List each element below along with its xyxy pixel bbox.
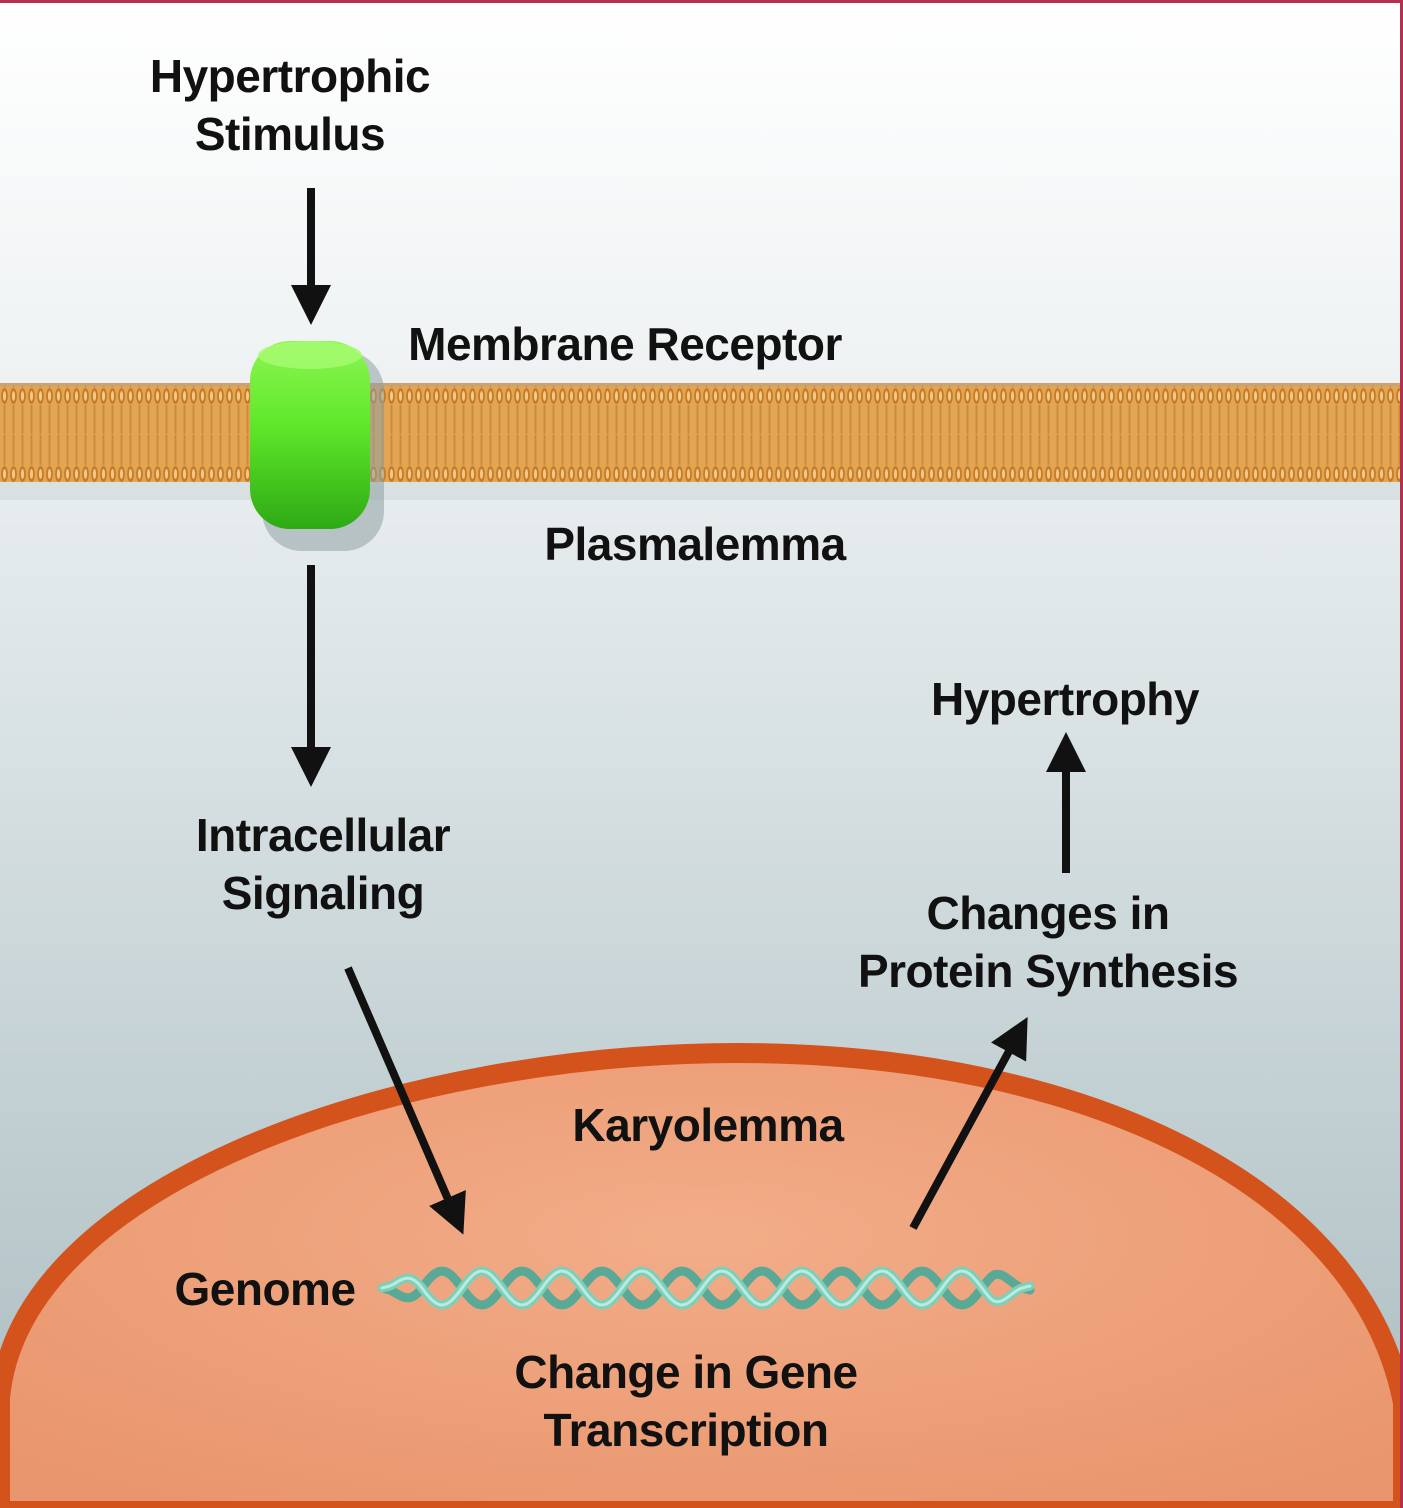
- label-gene-transcription: Change in Gene Transcription: [514, 1346, 858, 1456]
- dna-helix-icon: [377, 1266, 1035, 1310]
- dna-strand: [380, 1269, 1032, 1307]
- label-hypertrophy: Hypertrophy: [931, 673, 1199, 725]
- arrow-genome-to-protein: [909, 1016, 1028, 1230]
- plasma-membrane: [0, 383, 1400, 500]
- label-plasmalemma: Plasmalemma: [544, 518, 846, 570]
- dna-strand: [377, 1266, 1035, 1310]
- diagram-artwork: [0, 3, 1400, 1508]
- label-membrane-receptor: Membrane Receptor: [408, 318, 842, 370]
- label-genome: Genome: [174, 1263, 356, 1315]
- arrow-signaling-to-genome: [344, 966, 466, 1235]
- label-karyolemma: Karyolemma: [572, 1099, 844, 1151]
- label-protein-synthesis: Changes in Protein Synthesis: [857, 887, 1239, 997]
- membrane-receptor-icon: [250, 341, 384, 551]
- label-intracellular-signaling: Intracellular Signaling: [195, 809, 451, 919]
- label-hypertrophic-stimulus: Hypertrophic Stimulus: [149, 50, 431, 160]
